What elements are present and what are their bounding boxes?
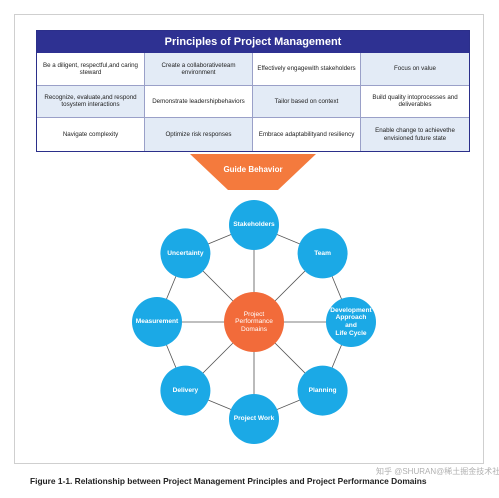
domain-circle [229, 394, 279, 444]
principle-cell: Recognize, evaluate,and respond tosystem… [37, 85, 145, 119]
domain-label: Team [314, 249, 331, 257]
principle-cell: Enable change to achievethe envisioned f… [361, 118, 469, 151]
domain-label: Uncertainty [167, 249, 204, 257]
principle-cell: Embrace adaptabilityand resiliency [253, 118, 361, 151]
principle-cell: Build quality intoprocesses and delivera… [361, 86, 469, 119]
principle-cell: Create a collaborativeteam environment [145, 53, 253, 86]
principles-grid: Be a diligent, respectful,and caring ste… [37, 53, 469, 151]
principles-title: Principles of Project Management [37, 31, 469, 53]
principle-cell: Effectively engagewith stakeholders [253, 53, 361, 86]
figure-caption: Figure 1-1. Relationship between Project… [30, 476, 427, 486]
figure-frame [14, 14, 484, 464]
principle-cell: Tailor based on context [253, 85, 361, 119]
arrow-shape [190, 154, 316, 190]
principle-cell: Be a diligent, respectful,and caring ste… [37, 53, 145, 86]
guide-behavior-arrow [190, 154, 316, 190]
watermark-text: 知乎 @SHURAN@稀土掘金技术社区 [376, 467, 499, 476]
domain-circle [297, 365, 348, 416]
domain-label: Project Work [233, 415, 275, 423]
hub-circle [224, 292, 284, 352]
domain-circle [229, 200, 279, 250]
domain-circle [160, 228, 211, 279]
principle-cell: Demonstrate leadershipbehaviors [145, 85, 253, 119]
principle-cell: Navigate complexity [37, 118, 145, 151]
domain-circle [160, 365, 211, 416]
domain-circle [326, 297, 376, 347]
domain-label: Measurement [135, 318, 179, 326]
domain-circle [297, 228, 348, 279]
domain-label: Planning [308, 386, 337, 394]
domain-label: Delivery [172, 386, 199, 394]
domain-label: Stakeholders [233, 221, 275, 229]
principle-cell: Optimize risk responses [145, 118, 253, 151]
principle-cell: Focus on value [361, 53, 469, 86]
principles-table: Principles of Project Management Be a di… [36, 30, 470, 152]
guide-behavior-label: Guide Behavior [223, 165, 283, 174]
domain-circle [132, 297, 182, 347]
domains-diagram [132, 200, 376, 444]
